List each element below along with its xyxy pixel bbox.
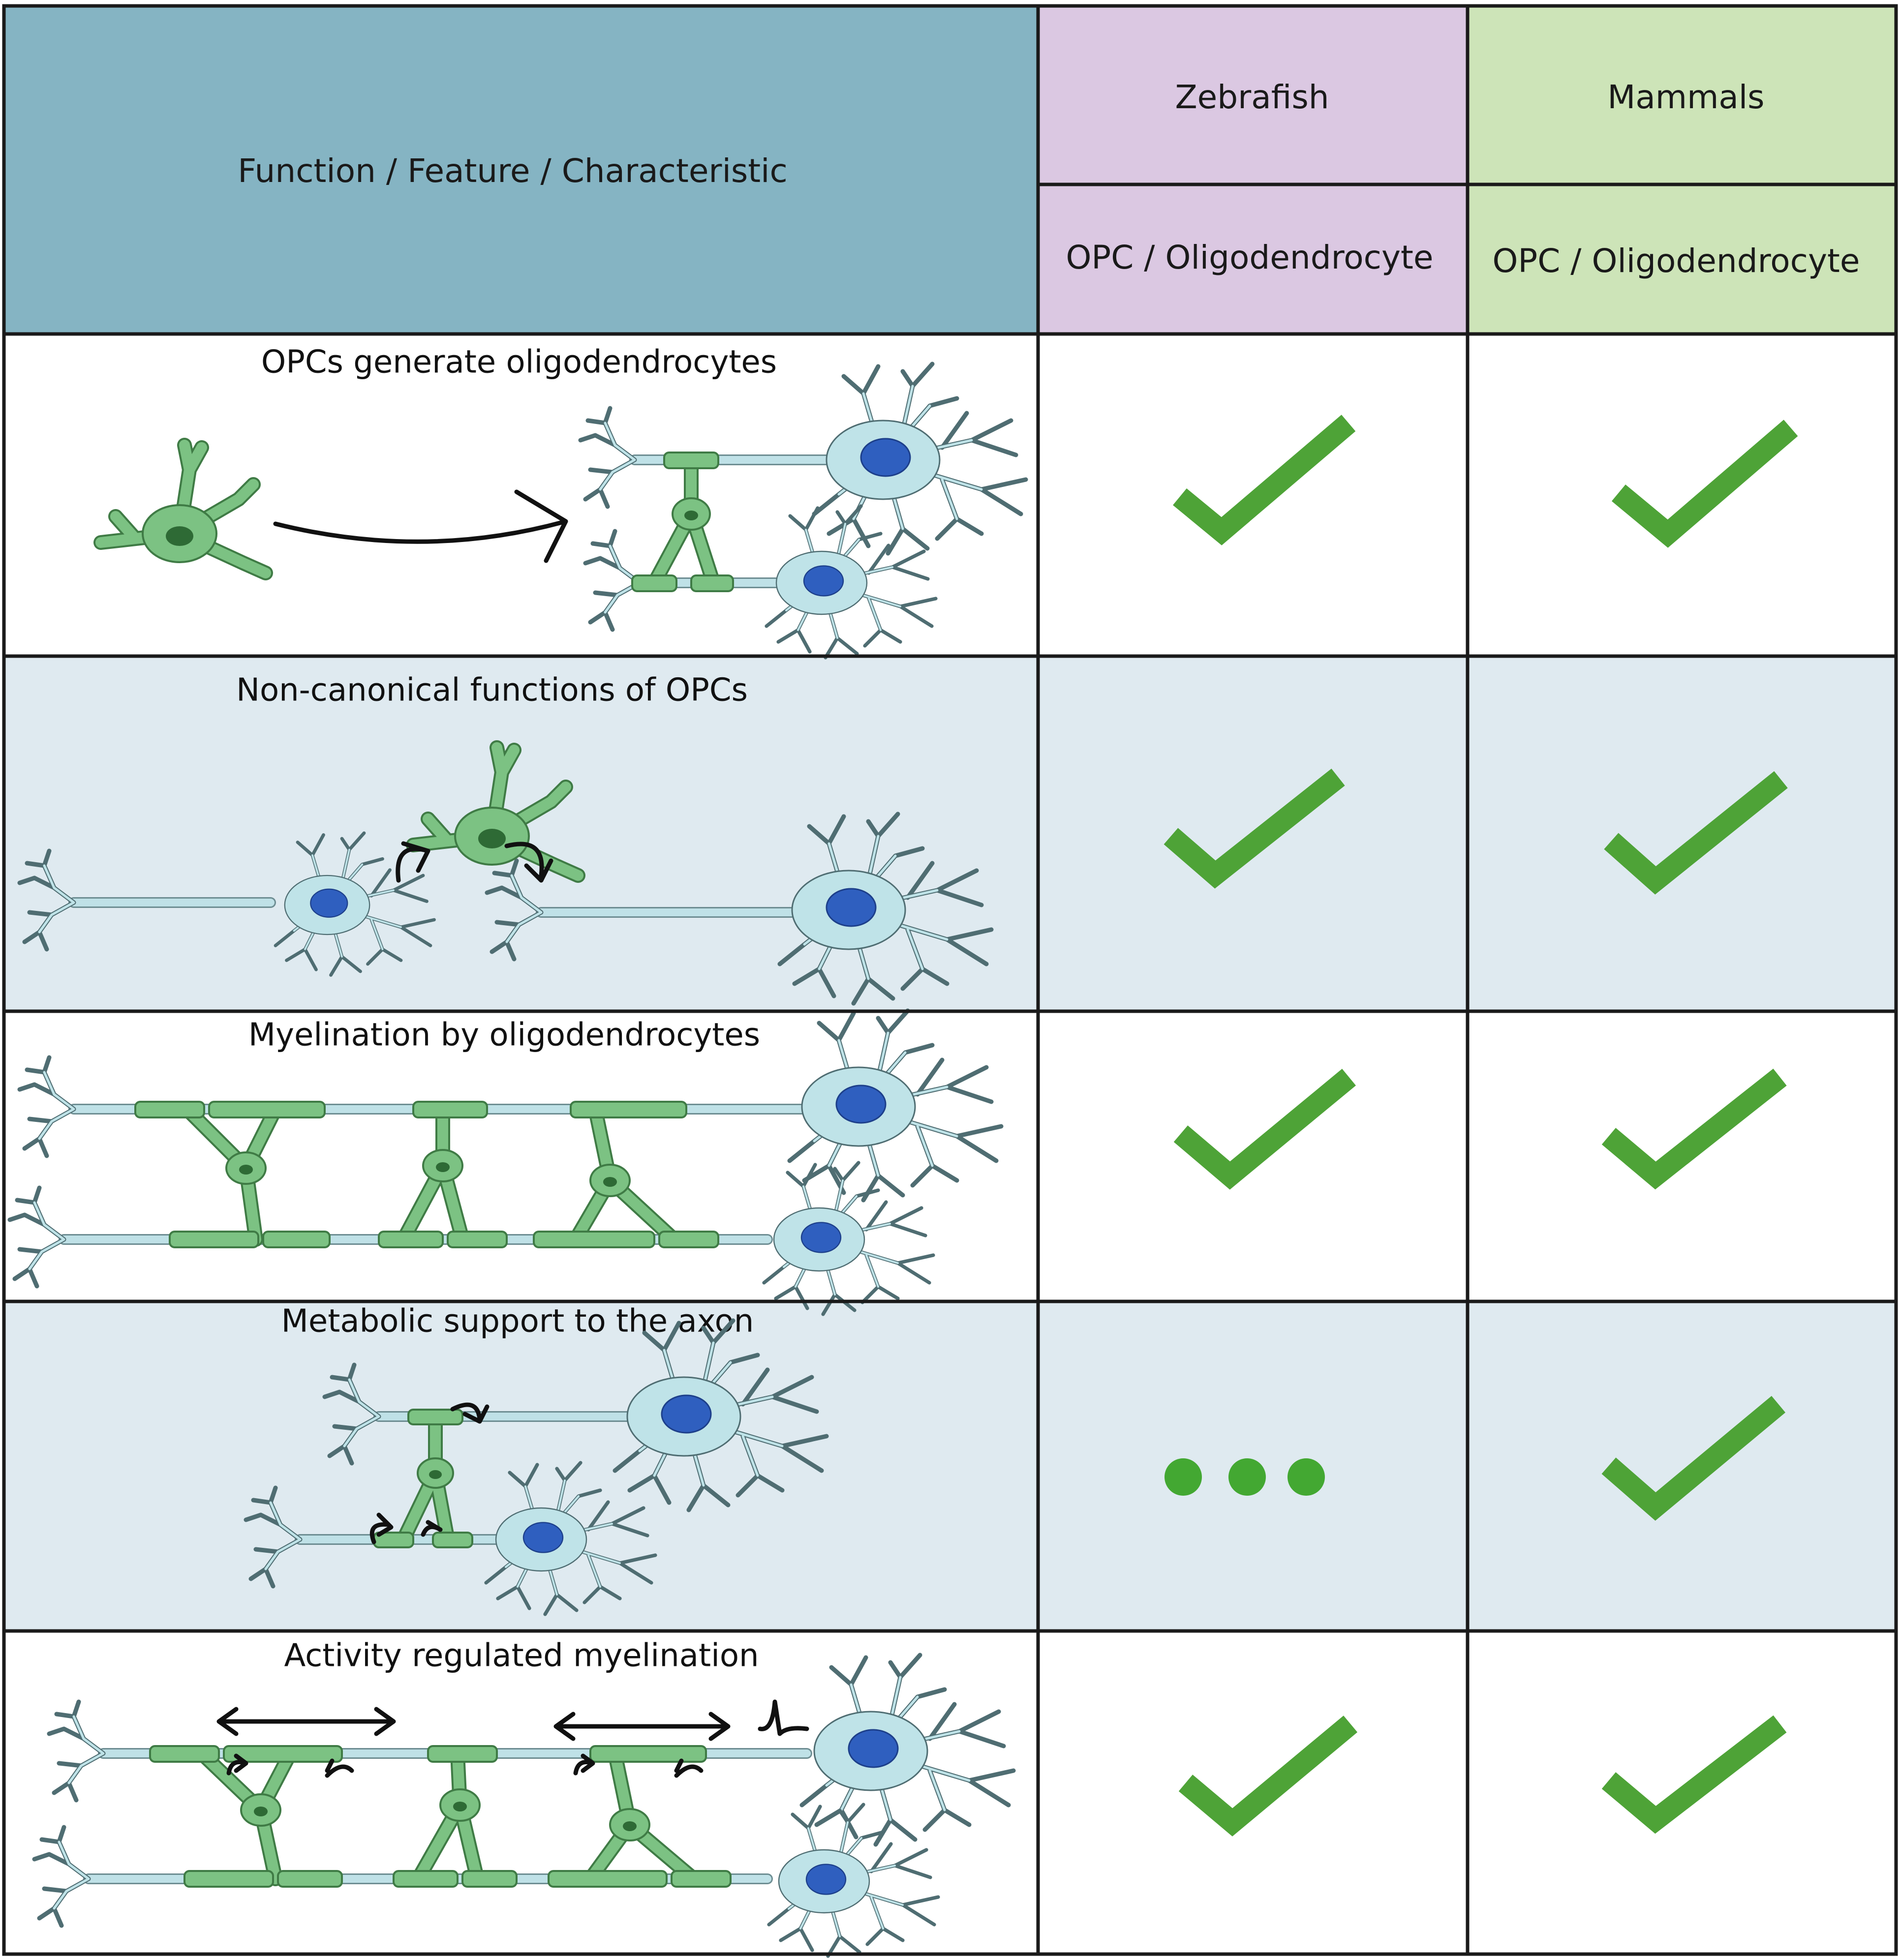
double-arrow-icon <box>216 1707 396 1736</box>
check-icon <box>1601 1396 1786 1521</box>
check-icon <box>1604 771 1788 895</box>
action-potential-icon <box>758 1699 809 1736</box>
table-border <box>2 4 1898 1956</box>
row-5-bg <box>4 1631 1896 1954</box>
signal-arrow-icon <box>226 1753 248 1776</box>
row-5-illustration <box>34 1655 1013 1956</box>
double-arrow-icon <box>553 1712 731 1741</box>
row-5-label: Activity regulated myelination <box>284 1638 759 1674</box>
differentiation-arrow-icon <box>273 489 568 563</box>
row-2-bg <box>4 656 1896 1011</box>
check-icon <box>1173 415 1356 545</box>
row-4-illustration <box>246 1321 827 1614</box>
feature-header-cell <box>4 6 1038 334</box>
check-icon <box>1611 420 1798 548</box>
row-2-illustration <box>20 748 991 1003</box>
zebrafish-cell-type-label: OPC / Oligodendrocyte <box>1066 239 1433 276</box>
row-3-label: Myelination by oligodendrocytes <box>248 1017 760 1054</box>
signal-arrow-icon <box>504 842 553 883</box>
signal-arrow-icon <box>674 1758 704 1778</box>
signal-arrow-icon <box>573 1753 595 1776</box>
zebrafish-header-label: Zebrafish <box>1175 78 1329 116</box>
row-1-illustration <box>101 364 1026 658</box>
metabolic-arrow-icon <box>369 1512 394 1544</box>
row-1-label: OPCs generate oligodendrocytes <box>261 344 777 381</box>
row-3-illustration <box>10 1011 1001 1314</box>
check-icon <box>1178 1716 1358 1837</box>
zebrafish-header-cell <box>1038 6 1468 334</box>
signal-arrow-icon <box>396 841 430 883</box>
check-icon <box>1164 768 1345 889</box>
metabolic-arrow-icon <box>450 1402 490 1424</box>
row-3-bg <box>4 1011 1896 1301</box>
check-icon <box>1601 1715 1787 1834</box>
ellipsis-dots-icon <box>1165 1458 1325 1496</box>
mammals-header-cell <box>1468 6 1896 334</box>
feature-header-label: Function / Feature / Characteristic <box>238 152 788 190</box>
row-4-label: Metabolic support to the axon <box>281 1303 754 1340</box>
mammals-header-label: Mammals <box>1607 78 1764 116</box>
row-4-bg <box>4 1301 1896 1631</box>
row-2-label: Non-canonical functions of OPCs <box>236 672 748 709</box>
metabolic-arrow-icon <box>421 1520 443 1537</box>
mammals-cell-type-label: OPC / Oligodendrocyte <box>1492 242 1860 280</box>
signal-arrow-icon <box>325 1758 354 1778</box>
check-icon <box>1173 1069 1356 1190</box>
check-icon <box>1601 1068 1787 1190</box>
